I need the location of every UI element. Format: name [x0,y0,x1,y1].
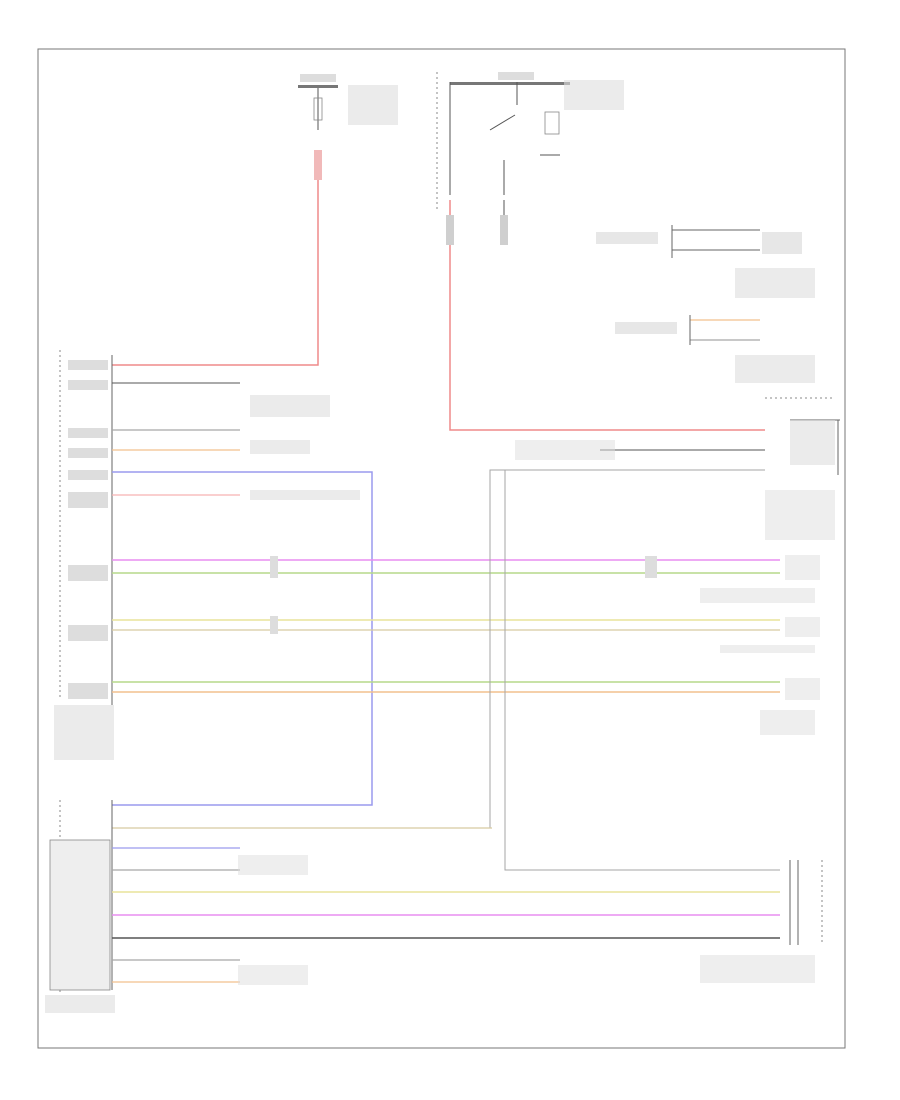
power-distribution-box-left [298,74,398,130]
lower-control-module [45,800,115,1013]
wire-gray-right [112,469,765,829]
body-control-module [54,350,114,760]
right-connectors-labels [700,555,820,735]
connector-right-module [765,397,840,540]
connector-right-top [596,225,815,298]
connector-right-mid [615,315,815,383]
wire-red-feed-1 [112,150,319,366]
diagram-border [37,48,846,1049]
wire-blue-loop [112,471,373,806]
power-distribution-box-right [436,72,624,210]
wire-gray-vertical [504,470,780,871]
lower-right-connector [700,860,823,983]
wire-red-feed-2 [449,200,765,431]
